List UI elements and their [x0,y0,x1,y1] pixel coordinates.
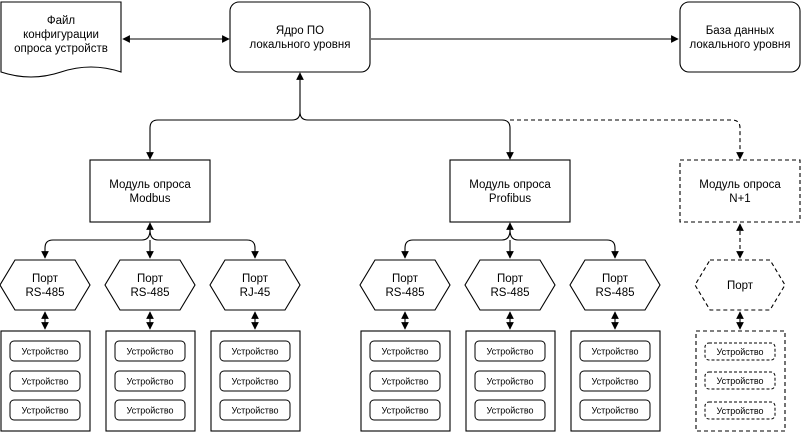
port-type: RJ-45 [240,287,271,299]
port-type: RS-485 [491,287,530,299]
port-node: Порт RS-485 [359,259,451,311]
port-node: Порт RS-485 [104,259,196,311]
module-title: Модуль опроса [469,179,551,191]
module-protocol: Profibus [489,193,531,205]
module-modbus: Модуль опроса Modbus [89,159,211,223]
device-group: Устройство Устройство Устройство [360,330,451,432]
connector-bus-middle [299,111,514,160]
device-label: Устройство [126,406,173,416]
device-label: Устройство [21,406,68,416]
port-type: RS-485 [131,287,170,299]
port-type: RS-485 [386,287,425,299]
connector-bus-left [146,111,301,160]
connector-profibus-port3 [509,229,619,259]
module-n-plus-1: Модуль опроса N+1 [679,159,801,223]
core-line2: локального уровня [250,39,351,51]
device-label: Устройство [231,347,278,357]
config-file-line2: конфигурации [23,29,99,41]
document-shape [0,1,122,78]
device-label: Устройство [381,377,428,387]
connector-profibus-port1 [401,229,511,259]
database-line1: База данных [706,25,775,37]
config-file-node: Файл конфигурации опроса устройств [0,1,122,78]
device-label: Устройство [486,406,533,416]
device-label: Устройство [231,406,278,416]
config-file-line3: опроса устройств [14,43,108,55]
port-node: Порт RJ-45 [209,259,301,311]
core-node: Ядро ПО локального уровня [229,1,371,73]
port-label: Порт [602,273,629,285]
device-label: Устройство [381,406,428,416]
connector-bus-right [510,119,744,160]
port-label: Порт [727,280,754,292]
device-group: Устройство Устройство Устройство [465,330,556,432]
port-node: Порт RS-485 [569,259,661,311]
port-label: Порт [32,273,59,285]
device-label: Устройство [21,347,68,357]
port-node: Порт RS-485 [464,259,556,311]
device-group: Устройство Устройство Устройство [210,330,301,432]
device-label: Устройство [591,406,638,416]
port-label: Порт [242,273,269,285]
database-node: База данных локального уровня [679,1,801,73]
port-node-dashed: Порт [694,259,786,311]
device-label: Устройство [486,377,533,387]
device-group: Устройство Устройство Устройство [570,330,661,432]
device-label: Устройство [21,377,68,387]
core-line1: Ядро ПО [276,25,324,37]
device-label: Устройство [231,377,278,387]
device-label: Устройство [591,347,638,357]
module-title: Модуль опроса [109,179,191,191]
port-label: Порт [497,273,524,285]
module-protocol: Modbus [130,193,171,205]
port-label: Порт [392,273,419,285]
device-group: Устройство Устройство Устройство [105,330,196,432]
port-node: Порт RS-485 [0,259,91,311]
device-label: Устройство [126,377,173,387]
config-file-line1: Файл [47,15,75,27]
connector-modbus-port3 [149,229,259,259]
port-type: RS-485 [596,287,635,299]
device-group: Устройство Устройство Устройство [0,330,91,432]
device-label: Устройство [716,376,763,386]
device-label: Устройство [591,377,638,387]
port-label: Порт [137,273,164,285]
connectors [41,35,744,330]
device-label: Устройство [716,406,763,416]
device-label: Устройство [126,347,173,357]
port-type: RS-485 [26,287,65,299]
module-profibus: Модуль опроса Profibus [449,159,571,223]
connector-modbus-port1 [41,229,151,259]
module-protocol: N+1 [729,193,750,205]
device-label: Устройство [716,347,763,357]
module-title: Модуль опроса [699,179,781,191]
device-label: Устройство [486,347,533,357]
device-label: Устройство [381,347,428,357]
database-line2: локального уровня [690,39,791,51]
device-group-dashed: Устройство Устройство Устройство [695,330,786,432]
